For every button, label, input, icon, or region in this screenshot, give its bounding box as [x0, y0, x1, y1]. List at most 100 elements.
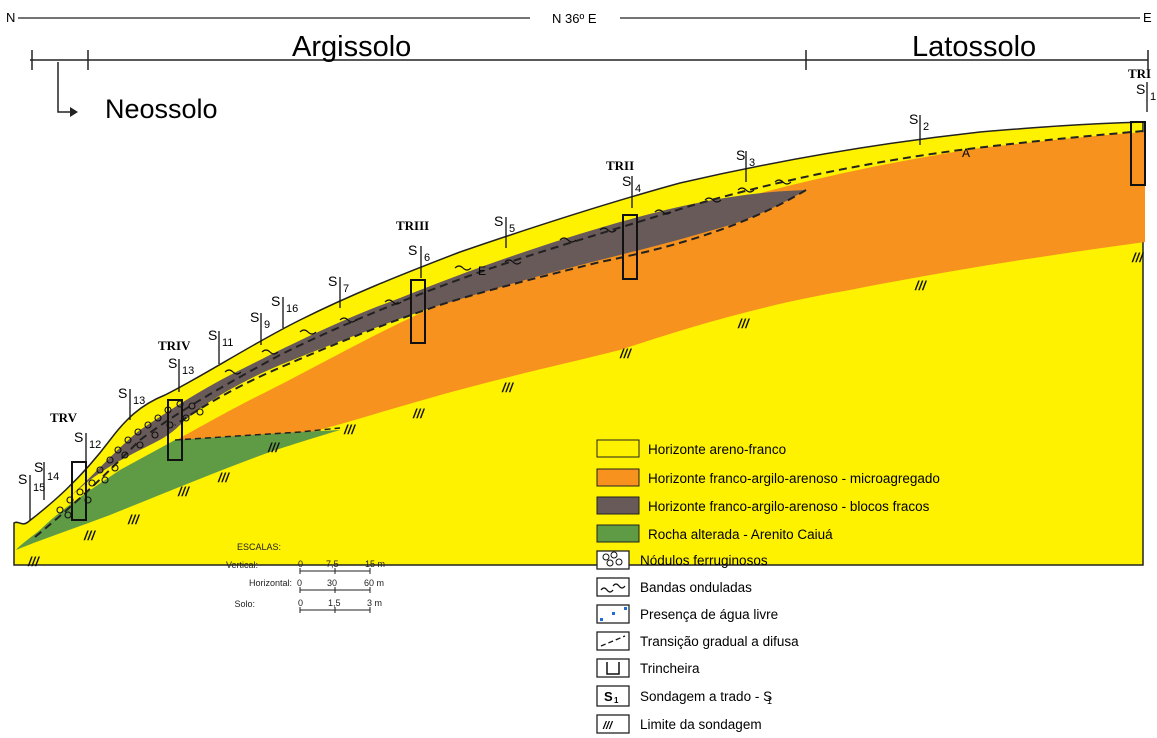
trenches	[71, 121, 1146, 521]
legend-swatch-rocha	[596, 524, 640, 543]
orientation-header: N N 36º E E	[6, 10, 1152, 26]
legend-subscript: 1	[767, 696, 772, 706]
neossolo-pointer	[57, 62, 72, 113]
water-icon	[600, 607, 627, 621]
legend-label: Trincheira	[640, 661, 700, 676]
neossolo-arrow-icon	[70, 107, 78, 117]
limit-mark: ///	[914, 278, 927, 293]
legend-label: Horizonte franco-argilo-arenoso - blocos…	[648, 499, 930, 514]
scale-tick: 1,5	[328, 598, 341, 608]
trench-label: TRV	[50, 410, 78, 425]
legend-label: Presença de água livre	[640, 607, 778, 622]
rocha-alterada-horizon	[16, 430, 340, 550]
auger-icon: S 1	[604, 689, 619, 705]
legend-box	[596, 658, 630, 678]
sounding-s-label: S	[909, 111, 918, 127]
sounding-s-label: S	[328, 273, 337, 289]
sounding-s-label: S	[736, 147, 745, 163]
rock-contact-line	[174, 427, 341, 441]
legend-swatch-microagregado	[596, 468, 640, 487]
scale-tick: 15 m	[365, 559, 385, 569]
wavy-bands	[224, 179, 792, 375]
scale-tick: 0	[297, 578, 302, 588]
transition-line-upper	[34, 130, 1144, 538]
sounding-s-label: S	[250, 309, 259, 325]
limit-mark: ///	[343, 422, 356, 437]
scale-tick: 30	[327, 578, 337, 588]
soil-profile: A E	[13, 121, 1145, 566]
limit-mark: ///	[737, 316, 750, 331]
limit-mark: ///	[27, 554, 40, 569]
nodules-icon	[602, 551, 623, 567]
legend-box	[596, 714, 630, 734]
sounding-number: 15	[33, 482, 45, 494]
limit-mark: ///	[127, 512, 140, 527]
limit-mark: ///	[83, 528, 96, 543]
wavy-bands-icon	[600, 583, 626, 593]
sounding-s-label: S	[168, 355, 177, 371]
sounding-number: 14	[47, 471, 59, 483]
argissolo-label: Argissolo	[292, 31, 411, 63]
east-label: E	[1143, 10, 1152, 25]
scale-tick: 3 m	[367, 598, 382, 608]
bearing-label: N 36º E	[552, 11, 597, 26]
legend-box	[596, 550, 630, 570]
sounding-number: 6	[424, 252, 430, 264]
legend-label: Sondagem a trado - S	[640, 689, 772, 704]
legend-label: Limite da sondagem	[640, 717, 762, 732]
scale-row-name: Vertical:	[226, 560, 258, 570]
neossolo-label: Neossolo	[105, 94, 218, 124]
scale-tick: 0	[298, 598, 303, 608]
soundings: S 1 S 2 S 3 S 4 S 5 S 6 S 7 S 9 S 16 S	[18, 81, 1156, 520]
sounding-number: 12	[89, 439, 101, 451]
limit-mark: ///	[267, 440, 280, 455]
sounding-number: 4	[635, 183, 641, 195]
sounding-number: 13	[182, 365, 194, 377]
limit-mark: ///	[217, 470, 230, 485]
scale-tick: 7,5	[326, 559, 339, 569]
sounding-number: 1	[1150, 91, 1156, 103]
sounding-s-label: S	[34, 459, 43, 475]
limit-mark: ///	[501, 380, 514, 395]
legend-label: Bandas onduladas	[640, 580, 752, 595]
limit-mark: ///	[412, 406, 425, 421]
trench-triv	[167, 399, 183, 461]
legend-label: Rocha alterada - Arenito Caiuá	[648, 527, 833, 542]
sounding-s-label: S	[1136, 81, 1145, 97]
limit-mark: ///	[1131, 250, 1144, 265]
legend-label: Nódulos ferruginosos	[640, 553, 768, 568]
limit-marks: /// /// /// /// /// /// /// /// /// /// …	[27, 250, 1144, 569]
sounding-s-label: S	[494, 213, 503, 229]
limit-mark: ///	[619, 346, 632, 361]
scale-row-name: Horizontal:	[249, 578, 292, 588]
microagregado-horizon	[120, 132, 1145, 470]
auger-icon-sub: 1	[614, 696, 619, 705]
sounding-s-label: S	[622, 173, 631, 189]
scale-tick: 0	[298, 559, 303, 569]
trench-tri	[1130, 121, 1146, 186]
trench-label: TRII	[606, 158, 634, 173]
trench-labels: TRI TRII TRIII TRIV TRV	[50, 66, 1151, 425]
scales-block: ESCALAS: Vertical: 0 7,5 15 m Horizontal…	[226, 542, 385, 613]
scales-title: ESCALAS:	[237, 542, 281, 552]
trench-label: TRIII	[396, 218, 429, 233]
sounding-s-label: S	[18, 471, 27, 487]
trench-trv	[71, 461, 87, 521]
scale-row-name: Solo:	[234, 599, 255, 609]
sounding-number: 13	[133, 395, 145, 407]
sounding-number: 11	[222, 337, 233, 349]
legend-swatch-blocos	[596, 496, 640, 515]
north-label: N	[6, 10, 15, 25]
horizon-e-label: E	[478, 264, 486, 278]
legend-box	[596, 685, 630, 707]
legend-label: Horizonte franco-argilo-arenoso - microa…	[648, 471, 940, 486]
legend: Horizonte areno-franco Horizonte franco-…	[596, 439, 940, 734]
trench-label: TRIV	[158, 338, 191, 353]
sounding-number: 2	[923, 121, 929, 133]
sounding-number: 16	[286, 303, 298, 315]
legend-box	[596, 577, 630, 597]
trench-triii	[410, 279, 426, 344]
sounding-s-label: S	[408, 242, 417, 258]
auger-icon-letter: S	[604, 689, 613, 704]
